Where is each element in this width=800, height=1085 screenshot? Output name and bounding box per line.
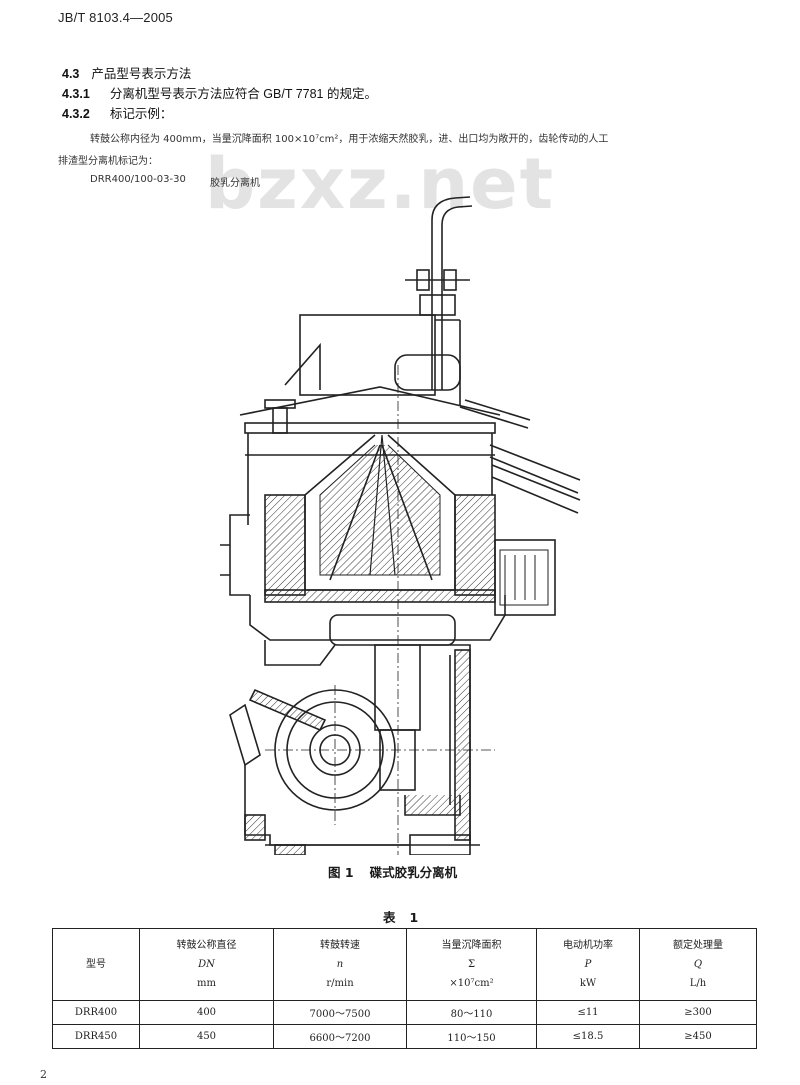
header-cell-diameter: 转鼓公称直径 DN mm xyxy=(139,928,274,1001)
section-number: 4.3.1 xyxy=(62,87,90,101)
cell-diameter: 450 xyxy=(139,1024,274,1049)
example-paragraph-line1: 转鼓公称内径为 400mm，当量沉降面积 100×10⁷cm²，用于浓缩天然胶乳… xyxy=(90,134,609,145)
header-cell-settling-area: 当量沉降面积 Σ ×10⁷cm² xyxy=(406,928,537,1001)
section-number: 4.3.2 xyxy=(62,107,90,121)
cell-motor-power: ≤18.5 xyxy=(536,1024,640,1049)
centrifuge-cross-section-drawing xyxy=(220,196,581,855)
table-row: DRR400 400 7000～7500 80～110 ≤11 ≥300 xyxy=(52,1000,757,1025)
table-row: DRR450 450 6600～7200 110～150 ≤18.5 ≥450 xyxy=(52,1024,757,1049)
header-cell-capacity: 额定处理量 Q L/h xyxy=(639,928,757,1001)
watermark: bzxz.net xyxy=(205,143,556,225)
cell-capacity: ≥450 xyxy=(639,1024,757,1049)
section-title: 标记示例： xyxy=(109,107,173,121)
standard-code-header: JB/T 8103.4—2005 xyxy=(58,10,173,25)
section-title: 分离机型号表示方法应符合 GB/T 7781 的规定。 xyxy=(109,87,377,101)
cell-settling-area: 110～150 xyxy=(406,1024,537,1049)
specification-table: 型号 转鼓公称直径 DN mm 转鼓转速 n r/min 当量沉降面积 Σ ×1… xyxy=(52,928,757,1049)
figure-label: 图 1 xyxy=(328,865,354,880)
section-4-3: 4.3 产品型号表示方法 xyxy=(62,63,191,82)
table-label: 表 xyxy=(383,910,396,925)
example-paragraph-line2: 排渣型分离机标记为： xyxy=(58,156,158,167)
header-cell-motor-power: 电动机功率 P kW xyxy=(536,928,640,1001)
cell-speed: 7000～7500 xyxy=(273,1000,407,1025)
cell-capacity: ≥300 xyxy=(639,1000,757,1025)
example-model-code: DRR400/100-03-30 xyxy=(90,174,186,185)
figure-title: 碟式胶乳分离机 xyxy=(369,865,458,880)
table-number: 1 xyxy=(409,910,419,925)
figure-caption: 图 1 碟式胶乳分离机 xyxy=(328,862,457,881)
header-cell-speed: 转鼓转速 n r/min xyxy=(273,928,407,1001)
section-title: 产品型号表示方法 xyxy=(91,67,192,81)
section-4-3-2: 4.3.2 标记示例： xyxy=(62,103,172,122)
section-4-3-1: 4.3.1 分离机型号表示方法应符合 GB/T 7781 的规定。 xyxy=(62,83,377,102)
cell-speed: 6600～7200 xyxy=(273,1024,407,1049)
cell-model: DRR400 xyxy=(52,1000,140,1025)
page-number: 2 xyxy=(40,1068,47,1081)
section-number: 4.3 xyxy=(62,67,80,81)
cell-settling-area: 80～110 xyxy=(406,1000,537,1025)
cell-motor-power: ≤11 xyxy=(536,1000,640,1025)
example-model-name: 胶乳分离机 xyxy=(210,178,260,189)
cell-diameter: 400 xyxy=(139,1000,274,1025)
header-cell-model: 型号 xyxy=(52,928,140,1001)
cell-model: DRR450 xyxy=(52,1024,140,1049)
table-header-row: 型号 转鼓公称直径 DN mm 转鼓转速 n r/min 当量沉降面积 Σ ×1… xyxy=(52,928,757,1001)
